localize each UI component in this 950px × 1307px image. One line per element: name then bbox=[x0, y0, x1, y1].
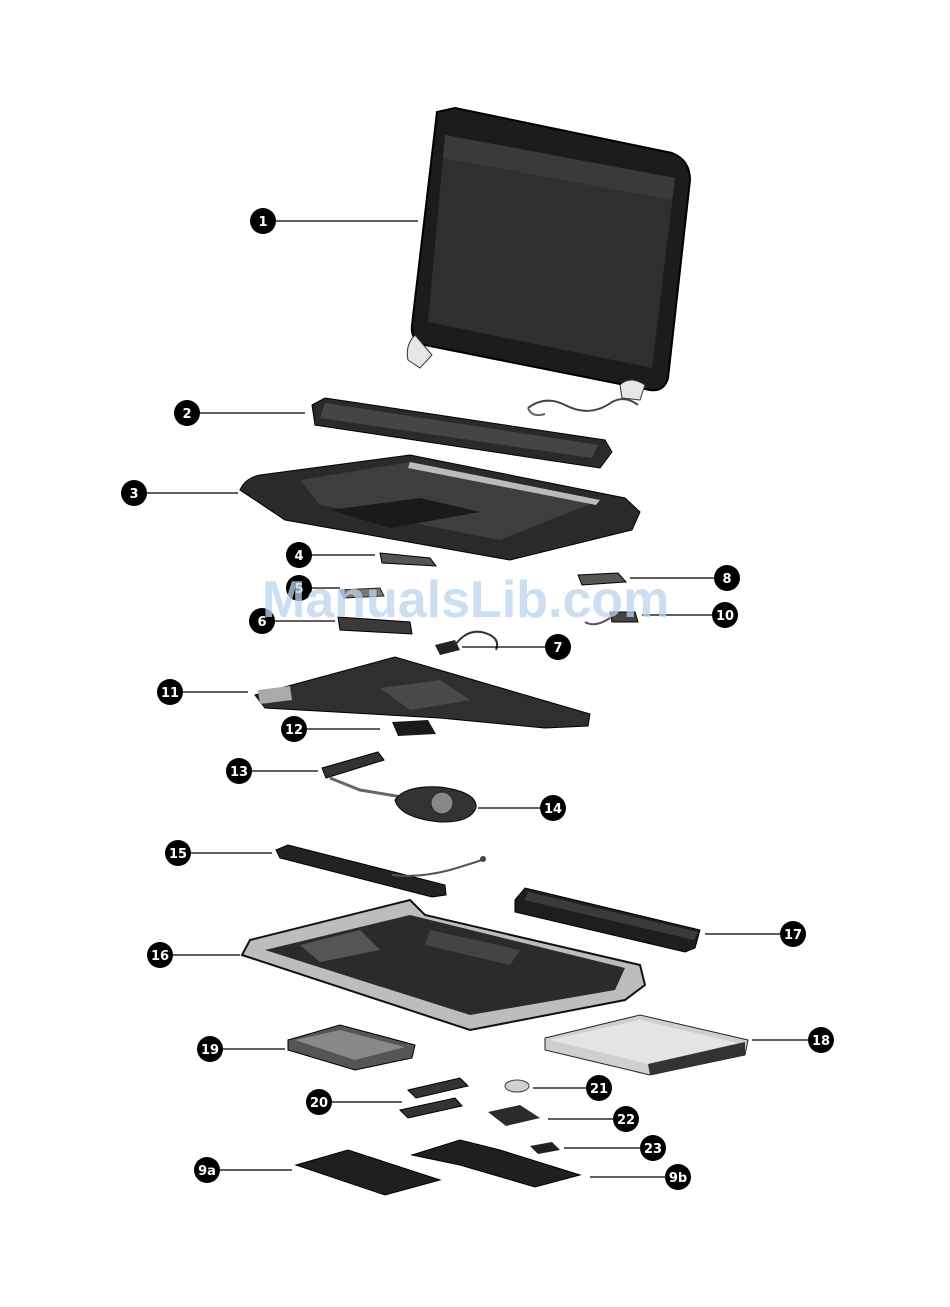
part-memory-1 bbox=[408, 1078, 468, 1098]
callout-1: 1 bbox=[250, 208, 276, 234]
part-6 bbox=[338, 617, 412, 634]
callout-2: 2 bbox=[174, 400, 200, 426]
svg-text:7: 7 bbox=[553, 641, 562, 656]
svg-text:14: 14 bbox=[544, 802, 562, 817]
callout-20: 20 bbox=[306, 1089, 332, 1115]
svg-text:12: 12 bbox=[285, 723, 303, 738]
svg-text:18: 18 bbox=[812, 1034, 830, 1049]
callout-18: 18 bbox=[808, 1027, 834, 1053]
part-fan bbox=[395, 787, 476, 822]
callout-14: 14 bbox=[540, 795, 566, 821]
callout-17: 17 bbox=[780, 921, 806, 947]
svg-text:3: 3 bbox=[129, 487, 138, 502]
svg-text:22: 22 bbox=[617, 1113, 635, 1128]
callout-9a: 9a bbox=[194, 1157, 220, 1183]
callout-3: 3 bbox=[121, 480, 147, 506]
svg-text:23: 23 bbox=[644, 1142, 662, 1157]
svg-text:11: 11 bbox=[161, 686, 179, 701]
part-rtc-battery bbox=[505, 1080, 529, 1092]
svg-text:19: 19 bbox=[201, 1043, 219, 1058]
svg-text:21: 21 bbox=[590, 1082, 608, 1097]
part-4 bbox=[380, 553, 436, 566]
svg-text:6: 6 bbox=[257, 615, 266, 630]
part-keyboard bbox=[312, 398, 612, 468]
svg-text:5: 5 bbox=[294, 582, 303, 597]
svg-text:20: 20 bbox=[310, 1096, 328, 1111]
part-8 bbox=[578, 573, 626, 585]
svg-text:9b: 9b bbox=[669, 1171, 687, 1186]
svg-text:15: 15 bbox=[169, 847, 187, 862]
part-memory-2 bbox=[400, 1098, 462, 1118]
callout-9b: 9b bbox=[665, 1164, 691, 1190]
callout-15: 15 bbox=[165, 840, 191, 866]
part-display-assembly bbox=[407, 108, 690, 415]
callout-4: 4 bbox=[286, 542, 312, 568]
callout-22: 22 bbox=[613, 1106, 639, 1132]
part-5 bbox=[340, 588, 384, 598]
part-speaker bbox=[276, 845, 486, 897]
callout-8: 8 bbox=[714, 565, 740, 591]
part-7 bbox=[435, 632, 497, 655]
svg-text:16: 16 bbox=[151, 949, 169, 964]
callout-21: 21 bbox=[586, 1075, 612, 1101]
part-12 bbox=[392, 720, 436, 736]
callout-7: 7 bbox=[545, 634, 571, 660]
callout-5: 5 bbox=[286, 575, 312, 601]
svg-text:13: 13 bbox=[230, 765, 248, 780]
part-optical-drive bbox=[545, 1015, 748, 1075]
svg-text:10: 10 bbox=[716, 609, 734, 624]
svg-text:9a: 9a bbox=[198, 1164, 216, 1179]
svg-text:4: 4 bbox=[294, 549, 303, 564]
callout-19: 19 bbox=[197, 1036, 223, 1062]
part-10 bbox=[585, 612, 638, 624]
part-hard-drive bbox=[288, 1025, 415, 1070]
svg-text:8: 8 bbox=[722, 572, 731, 587]
callout-10: 10 bbox=[712, 602, 738, 628]
part-23 bbox=[530, 1142, 560, 1154]
callout-16: 16 bbox=[147, 942, 173, 968]
svg-text:17: 17 bbox=[784, 928, 802, 943]
callout-23: 23 bbox=[640, 1135, 666, 1161]
svg-text:1: 1 bbox=[258, 215, 267, 230]
part-system-board bbox=[255, 657, 590, 728]
svg-text:2: 2 bbox=[182, 407, 191, 422]
callout-12: 12 bbox=[281, 716, 307, 742]
callout-11: 11 bbox=[157, 679, 183, 705]
part-22 bbox=[488, 1105, 540, 1126]
callout-13: 13 bbox=[226, 758, 252, 784]
callout-6: 6 bbox=[249, 608, 275, 634]
